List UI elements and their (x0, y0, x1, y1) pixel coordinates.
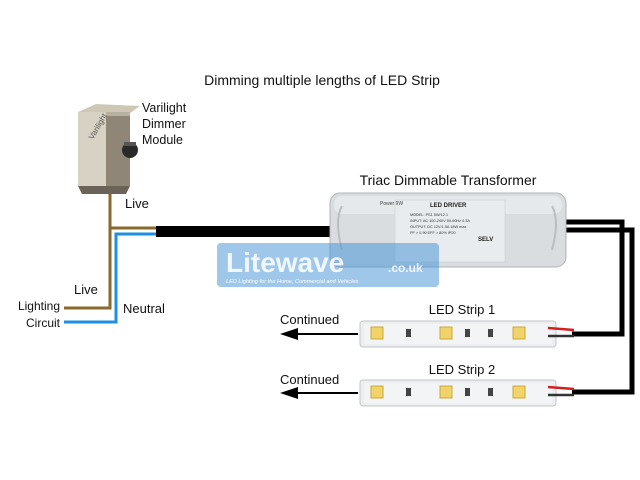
transformer-panel-title: LED DRIVER (430, 203, 467, 209)
mains-cable (156, 226, 336, 237)
neutral-wire-label: Neutral (123, 301, 165, 316)
transformer-label: Triac Dimmable Transformer (360, 172, 537, 188)
led-strip-1-label: LED Strip 1 (429, 302, 495, 317)
neutral-wire (64, 232, 158, 324)
live-wire-label-left: Live (74, 282, 98, 297)
live-wire-circuit (64, 228, 112, 310)
watermark-tagline: LED Lighting for the Home, Commercial an… (226, 279, 358, 285)
live-wire-label-top: Live (125, 196, 149, 211)
transformer-spec-1: MODEL: PS1 5W/12 1 (410, 213, 448, 217)
dimmer-module: Varilight (78, 104, 140, 194)
led-strip-2 (359, 379, 575, 407)
output-cable-1 (562, 219, 625, 337)
lighting-circuit-line2: Circuit (26, 316, 61, 330)
dimmer-label-line2: Dimmer (142, 117, 186, 131)
transformer-spec-4: PF > 0.90 EFF > 80% IP20 (410, 231, 456, 235)
dimmer-label-line3: Module (142, 133, 183, 147)
watermark-domain: .co.uk (388, 261, 423, 275)
transformer-spec-2: INPUT: AC 100-240V 50-60Hz 0.3A (410, 219, 470, 223)
led-strip-2-continued: Continued (280, 372, 339, 387)
led-strip-1-continued: Continued (280, 312, 339, 327)
transformer-spec-3: OUTPUT: DC 12V/1.5A 18W max (410, 225, 466, 229)
led-strip-1 (359, 320, 575, 348)
diagram-title: Dimming multiple lengths of LED Strip (204, 72, 440, 88)
output-cable-2 (562, 227, 635, 395)
transformer (329, 192, 567, 268)
watermark: Litewave .co.uk LED Lighting for the Hom… (217, 243, 439, 287)
dimmer-label-line1: Varilight (142, 101, 187, 115)
watermark-name: Litewave (226, 247, 344, 278)
led-strip-2-label: LED Strip 2 (429, 362, 495, 377)
transformer-brand: Power 9W (380, 201, 403, 207)
continued-arrow-1 (280, 328, 358, 340)
transformer-selv: SELV (478, 237, 493, 243)
continued-arrow-2 (280, 387, 358, 399)
lighting-circuit-line1: Lighting (18, 299, 60, 313)
